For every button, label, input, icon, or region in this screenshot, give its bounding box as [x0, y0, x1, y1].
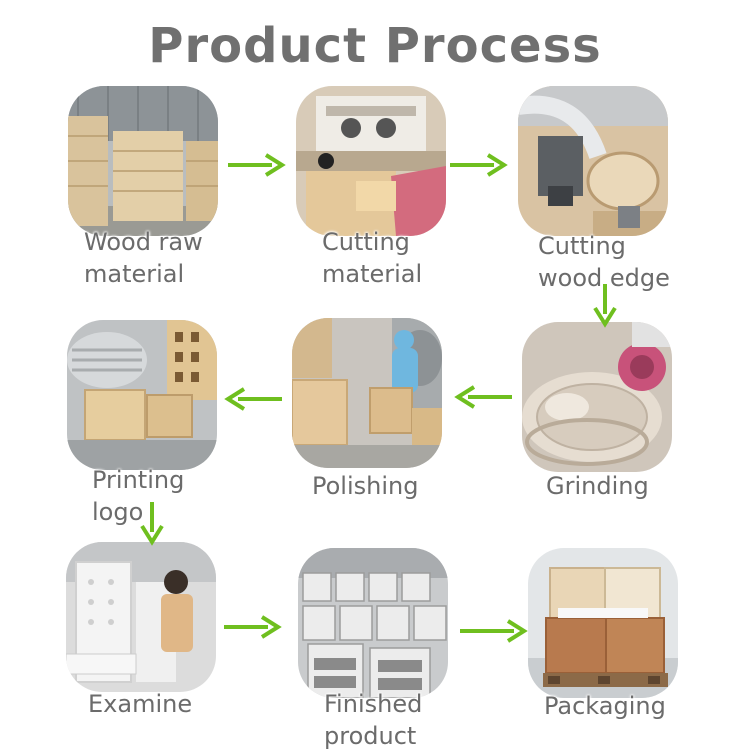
arrow-right-icon — [224, 615, 282, 639]
arrow-right-icon — [228, 153, 286, 177]
step-label-examine: Examine — [88, 690, 193, 718]
sander-photo — [522, 322, 672, 472]
step-label-packaging: Packaging — [544, 692, 666, 720]
pallet-boxes-photo — [528, 548, 678, 698]
inspection-photo — [66, 542, 216, 692]
step-label-grinding: Grinding — [546, 472, 649, 500]
arrow-down-icon — [593, 284, 617, 328]
arrow-right-icon — [460, 619, 528, 643]
arrow-down-icon — [140, 502, 164, 546]
cnc-router-photo — [518, 86, 668, 236]
laser-printing-photo — [67, 320, 217, 470]
polishing-worker-photo — [292, 318, 442, 468]
step-label-polishing: Polishing — [312, 472, 419, 500]
finished-cabinets-photo — [298, 548, 448, 698]
arrow-left-icon — [454, 385, 512, 409]
wood-stack-photo — [68, 86, 218, 236]
arrow-left-icon — [224, 387, 282, 411]
page-title: Product Process — [148, 18, 602, 74]
arrow-right-icon — [450, 153, 508, 177]
saw-machine-photo — [296, 86, 446, 236]
